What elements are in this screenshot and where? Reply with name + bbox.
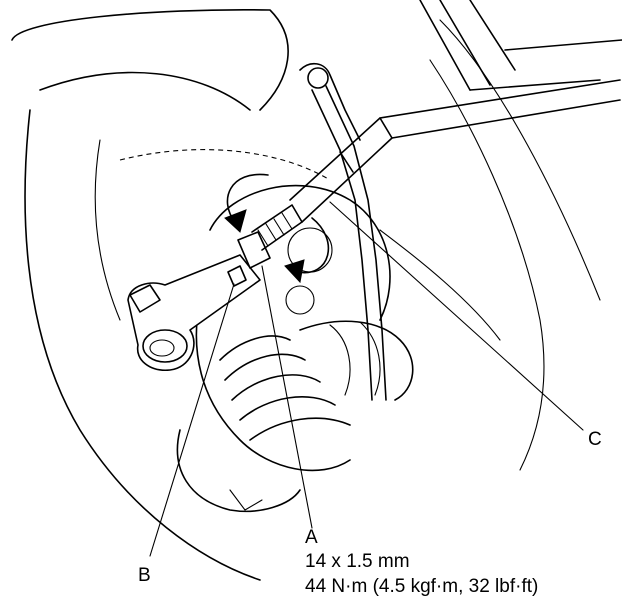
tie-rod-end	[127, 254, 261, 371]
leader-line-c	[329, 201, 584, 431]
wheel-well-outline	[11, 0, 622, 581]
locknut	[237, 231, 271, 269]
callout-label-c: C	[588, 429, 602, 450]
steering-knuckle	[176, 184, 391, 513]
callout-label-b: B	[138, 565, 151, 586]
leader-line-a	[261, 265, 313, 529]
tie-rod-threads	[251, 204, 303, 251]
rotation-arrow-lower	[284, 217, 330, 284]
rack-end-flat	[227, 265, 247, 287]
stabilizer-link	[299, 62, 387, 401]
cv-boot	[219, 320, 414, 441]
callout-label-a: A	[305, 527, 318, 548]
callout-spec-size: 14 x 1.5 mm	[305, 551, 410, 572]
callout-spec-torque: 44 N·m (4.5 kgf·m, 32 lbf·ft)	[305, 576, 538, 597]
rotation-arrow-upper	[224, 173, 269, 233]
tie-rod	[289, 79, 621, 223]
leader-line-b	[149, 283, 235, 557]
